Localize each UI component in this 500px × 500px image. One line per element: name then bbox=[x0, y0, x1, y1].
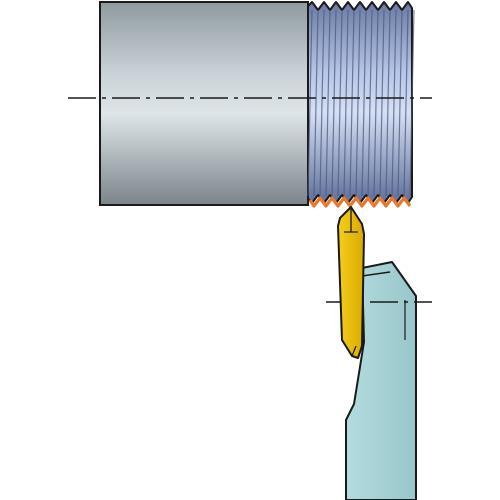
threading-insert bbox=[337, 206, 365, 359]
thread-helix-line bbox=[313, 9, 319, 197]
thread-helix-line bbox=[391, 9, 397, 197]
thread-helix-line bbox=[307, 9, 313, 197]
thread-helix-line bbox=[385, 9, 391, 197]
workpiece-cylinder bbox=[99, 1, 309, 206]
thread-helix-line bbox=[379, 9, 385, 197]
thread-helix-line bbox=[337, 9, 343, 197]
thread-helix-line bbox=[349, 9, 355, 197]
thread-helix-line bbox=[319, 9, 325, 197]
thread-helix-lines bbox=[307, 9, 415, 197]
thread-helix-line bbox=[361, 9, 367, 197]
thread-helix-line bbox=[343, 9, 349, 197]
thread-helix-line bbox=[409, 9, 415, 197]
thread-helix-line bbox=[325, 9, 331, 197]
thread-highlight bbox=[308, 196, 412, 208]
thread-helix-line bbox=[403, 9, 409, 197]
threaded-section bbox=[307, 1, 415, 208]
tool-holder bbox=[345, 261, 417, 500]
thread-helix-line bbox=[355, 9, 361, 197]
thread-helix-line bbox=[367, 9, 373, 197]
thread-helix-line bbox=[373, 9, 379, 197]
thread-helix-line bbox=[397, 9, 403, 197]
thread-helix-line bbox=[331, 9, 337, 197]
